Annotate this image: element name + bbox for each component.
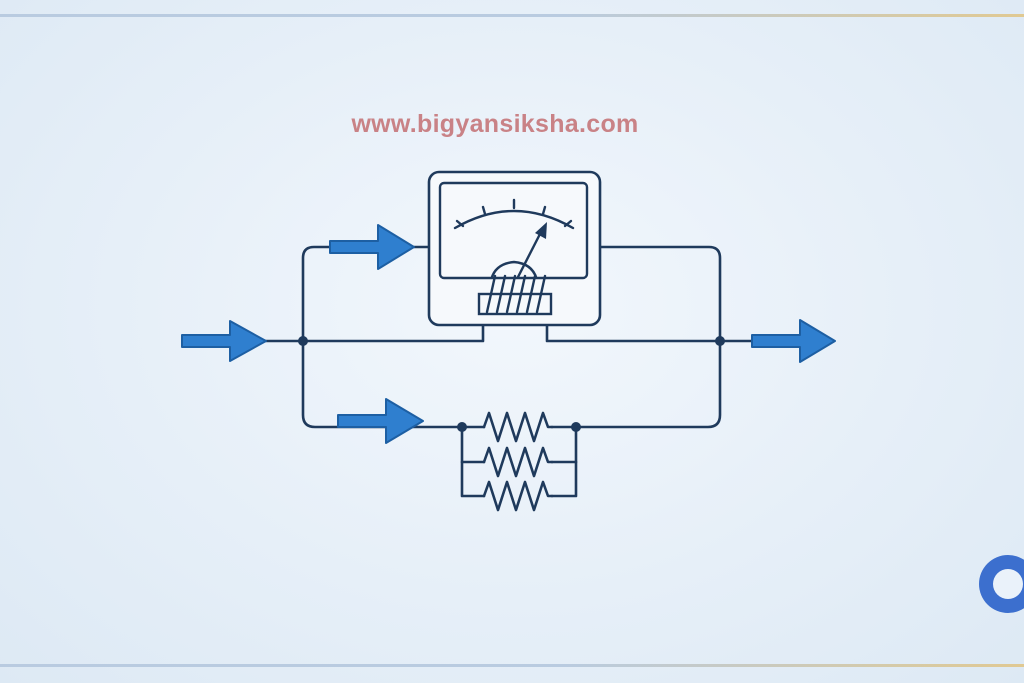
dial-tick-mid-right — [541, 205, 547, 216]
coil-winding-3 — [505, 274, 517, 314]
coil-winding-1 — [485, 274, 497, 314]
dial-tick-right — [563, 219, 573, 228]
coil-winding-2 — [495, 274, 507, 314]
input-current-arrow-icon — [181, 320, 267, 362]
junction-right — [715, 336, 725, 346]
coil-winding-4 — [515, 274, 527, 314]
upper-branch-return — [598, 245, 722, 343]
needle-arrowhead — [535, 222, 547, 239]
meter-branch-current-arrow-icon — [329, 224, 415, 270]
dial-scale-arc — [453, 209, 575, 230]
galvanometer-meter-icon — [427, 170, 602, 327]
resistor-bottom-zigzag — [482, 480, 554, 512]
coil-winding-6 — [535, 274, 547, 314]
meter-needle — [515, 230, 543, 278]
lower-branch-return — [574, 339, 722, 429]
parallel-shunt-resistors-icon — [460, 411, 578, 512]
logo-inner-hole — [993, 569, 1023, 599]
shunt-frame-right — [550, 425, 578, 498]
dial-tick-left — [455, 219, 465, 228]
coil-windings — [485, 274, 547, 314]
resistor-top-zigzag — [482, 411, 554, 443]
resistor-middle-zigzag — [482, 446, 554, 478]
circle-logo-icon — [979, 555, 1024, 613]
top-decorative-rule — [0, 14, 1024, 17]
coil-winding-5 — [525, 274, 537, 314]
output-current-arrow-icon — [751, 319, 836, 363]
shunt-branch-current-arrow-icon — [337, 398, 424, 444]
junction-left — [298, 336, 308, 346]
meter-dial-window — [438, 181, 589, 280]
current-arrows — [181, 224, 836, 444]
dial-tick-mid-left — [481, 205, 487, 216]
upper-branch-wire — [301, 245, 431, 343]
lower-branch-wire — [301, 339, 464, 429]
watermark-text: www.bigyansiksha.com — [351, 110, 639, 138]
shunt-frame-left — [460, 425, 486, 498]
moving-coil-icon — [477, 274, 553, 316]
bottom-decorative-rule — [0, 664, 1024, 667]
